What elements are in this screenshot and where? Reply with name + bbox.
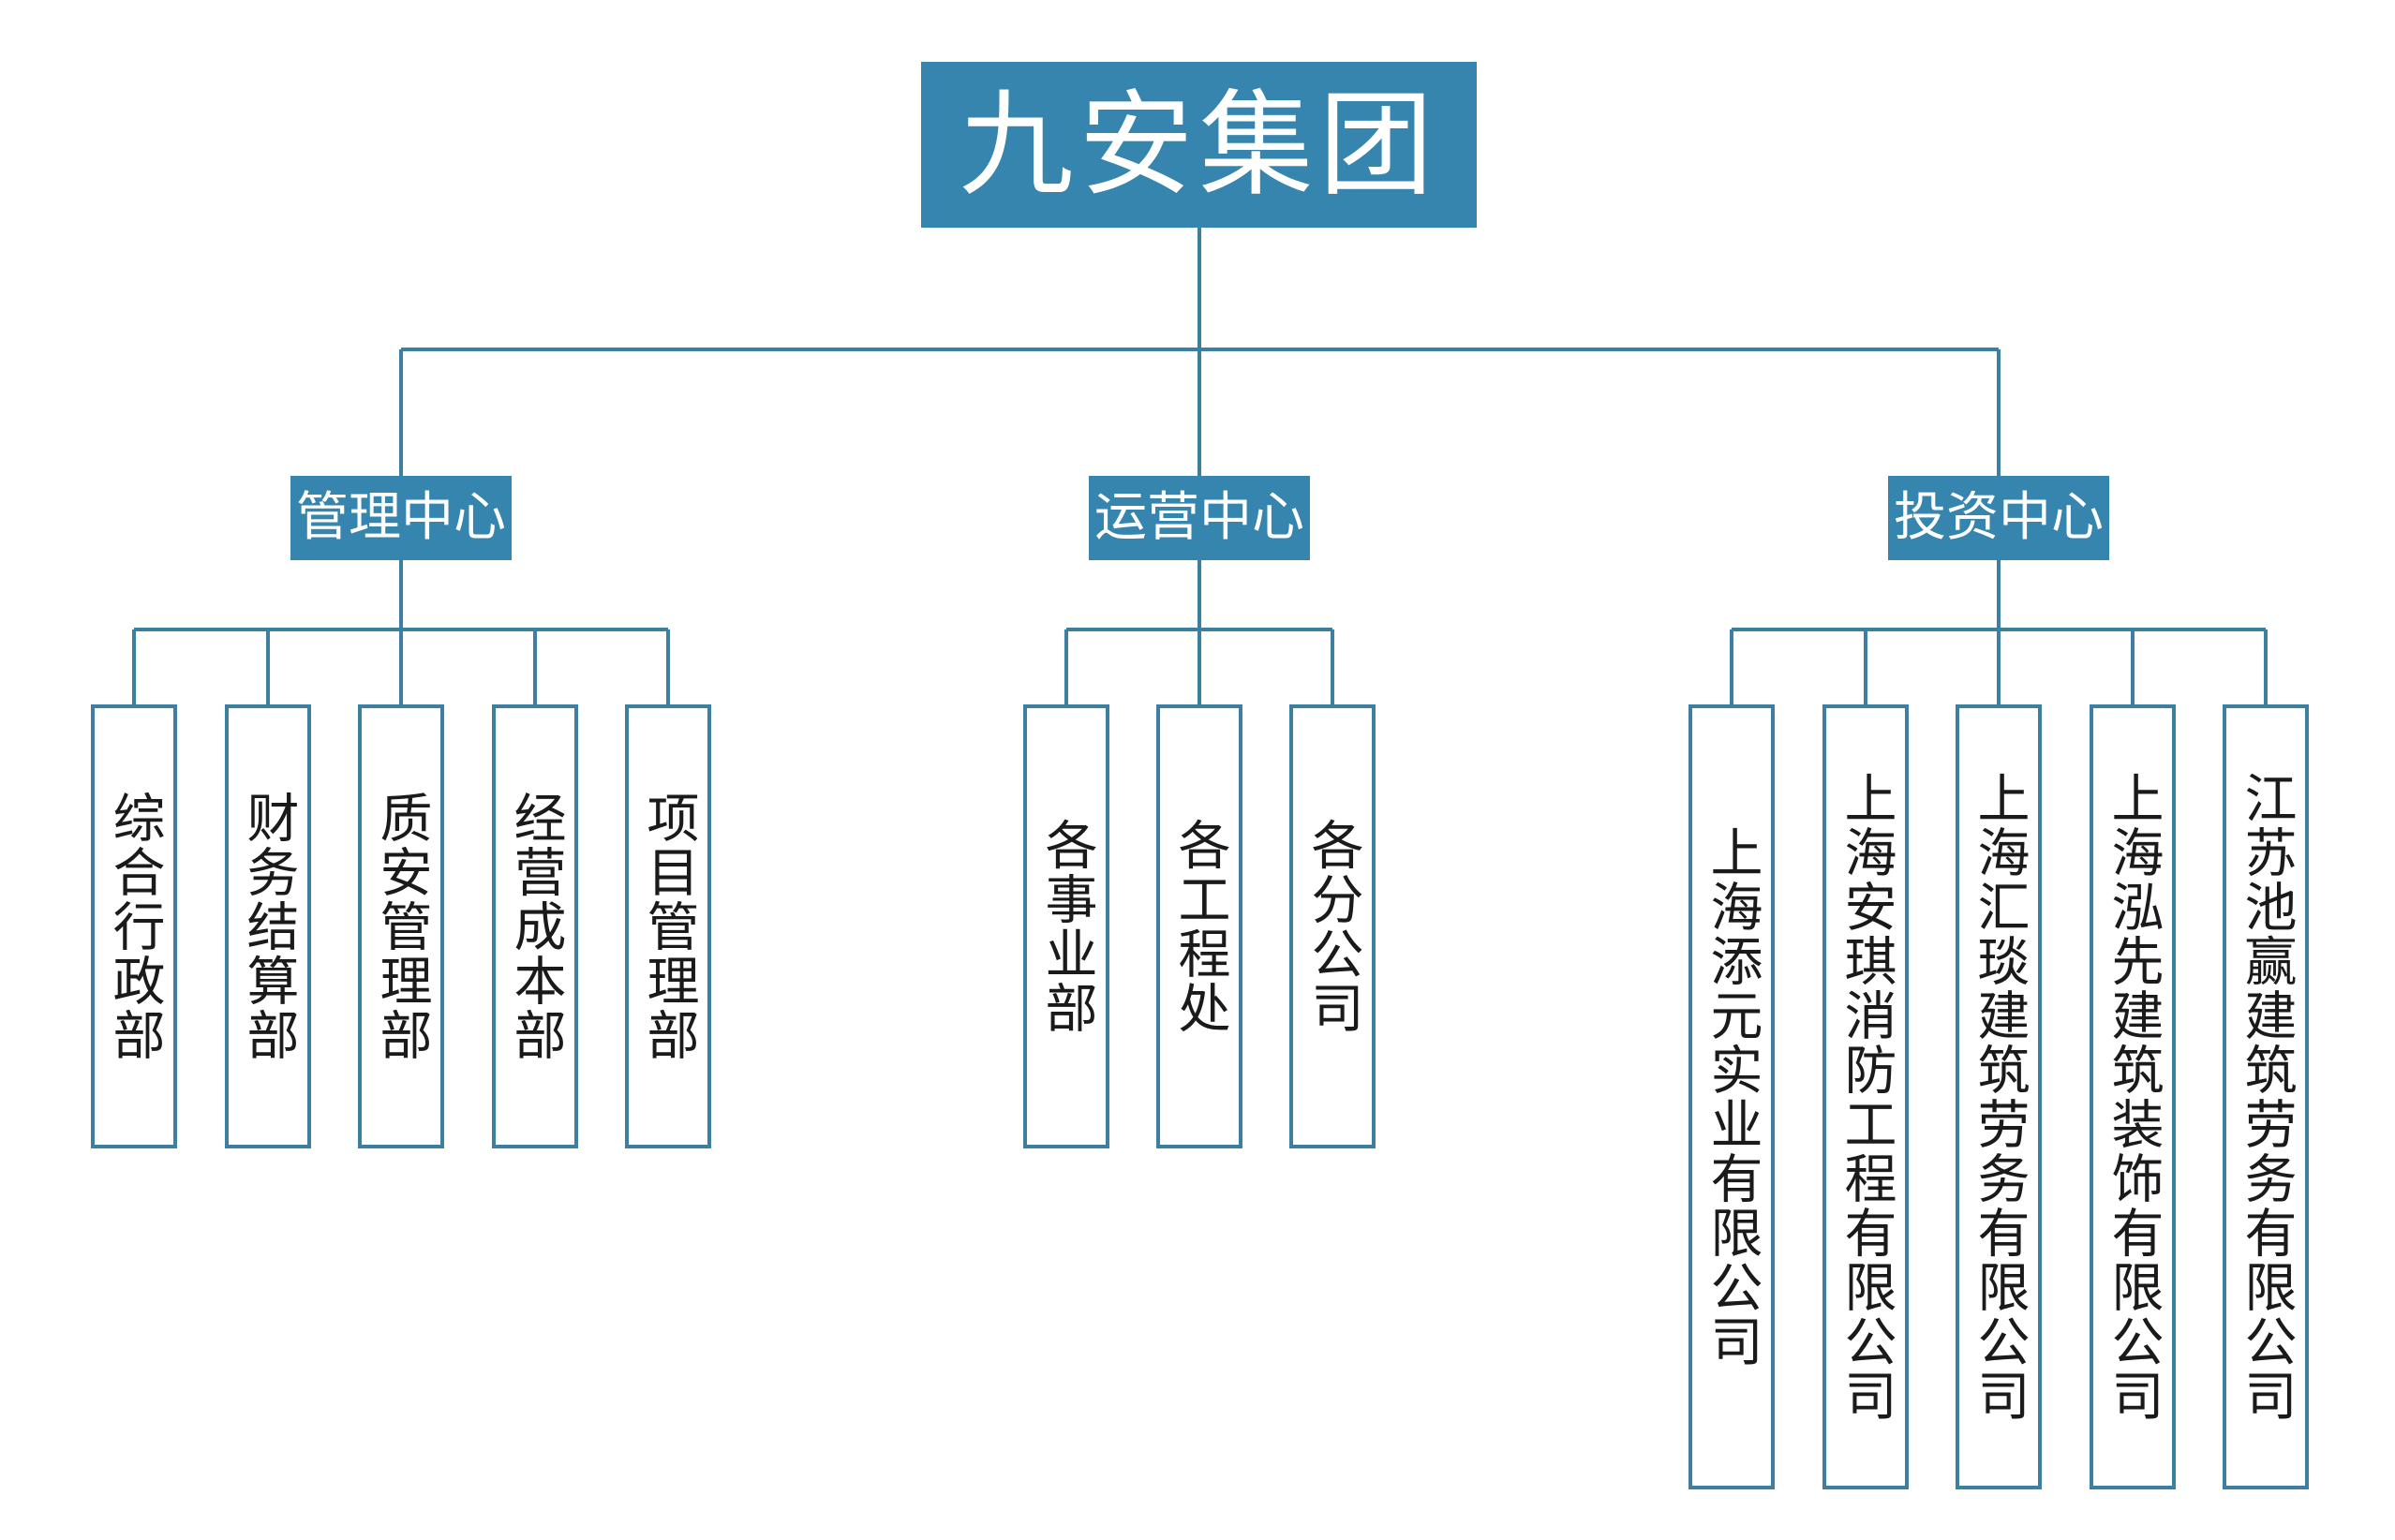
leaf-node-company-2: 上海安琪消防工程有限公司 xyxy=(1822,704,1909,1489)
center-label: 运营中心 xyxy=(1094,487,1304,548)
leaf-node-quality-safety: 质安管理部 xyxy=(358,704,444,1148)
center-node-investment: 投资中心 xyxy=(1888,476,2109,560)
leaf-node-company-4: 上海泓先建筑装饰有限公司 xyxy=(2090,704,2176,1489)
leaf-label: 财务结算部 xyxy=(238,791,299,1062)
leaf-label: 江苏池赢建筑劳务有限公司 xyxy=(2236,771,2297,1423)
center-label: 管理中心 xyxy=(296,487,506,548)
leaf-label: 质安管理部 xyxy=(371,791,432,1062)
leaf-node-company-5: 江苏池赢建筑劳务有限公司 xyxy=(2223,704,2309,1489)
leaf-node-finance: 财务结算部 xyxy=(225,704,311,1148)
leaf-node-branches: 各分公司 xyxy=(1289,704,1376,1148)
leaf-node-engineering-offices: 各工程处 xyxy=(1156,704,1242,1148)
leaf-label: 综合行政部 xyxy=(104,791,165,1062)
center-node-management: 管理中心 xyxy=(290,476,512,560)
leaf-node-business-units: 各事业部 xyxy=(1023,704,1109,1148)
leaf-node-company-1: 上海添元实业有限公司 xyxy=(1688,704,1775,1489)
root-node: 九安集团 xyxy=(921,62,1477,228)
leaf-node-company-3: 上海汇琰建筑劳务有限公司 xyxy=(1956,704,2042,1489)
center-label: 投资中心 xyxy=(1894,487,2104,548)
leaf-label: 上海泓先建筑装饰有限公司 xyxy=(2103,771,2164,1423)
leaf-node-cost: 经营成本部 xyxy=(492,704,578,1148)
leaf-label: 经营成本部 xyxy=(505,791,566,1062)
leaf-node-project-mgmt: 项目管理部 xyxy=(625,704,711,1148)
leaf-label: 上海汇琰建筑劳务有限公司 xyxy=(1969,771,2030,1423)
root-title: 九安集团 xyxy=(959,78,1439,212)
leaf-node-admin: 综合行政部 xyxy=(91,704,177,1148)
center-node-operations: 运营中心 xyxy=(1089,476,1310,560)
leaf-label: 上海添元实业有限公司 xyxy=(1702,825,1763,1369)
leaf-label: 各工程处 xyxy=(1169,818,1230,1035)
leaf-label: 项目管理部 xyxy=(638,791,699,1062)
leaf-label: 各事业部 xyxy=(1036,818,1097,1035)
leaf-label: 上海安琪消防工程有限公司 xyxy=(1836,771,1897,1423)
leaf-label: 各分公司 xyxy=(1302,818,1363,1035)
